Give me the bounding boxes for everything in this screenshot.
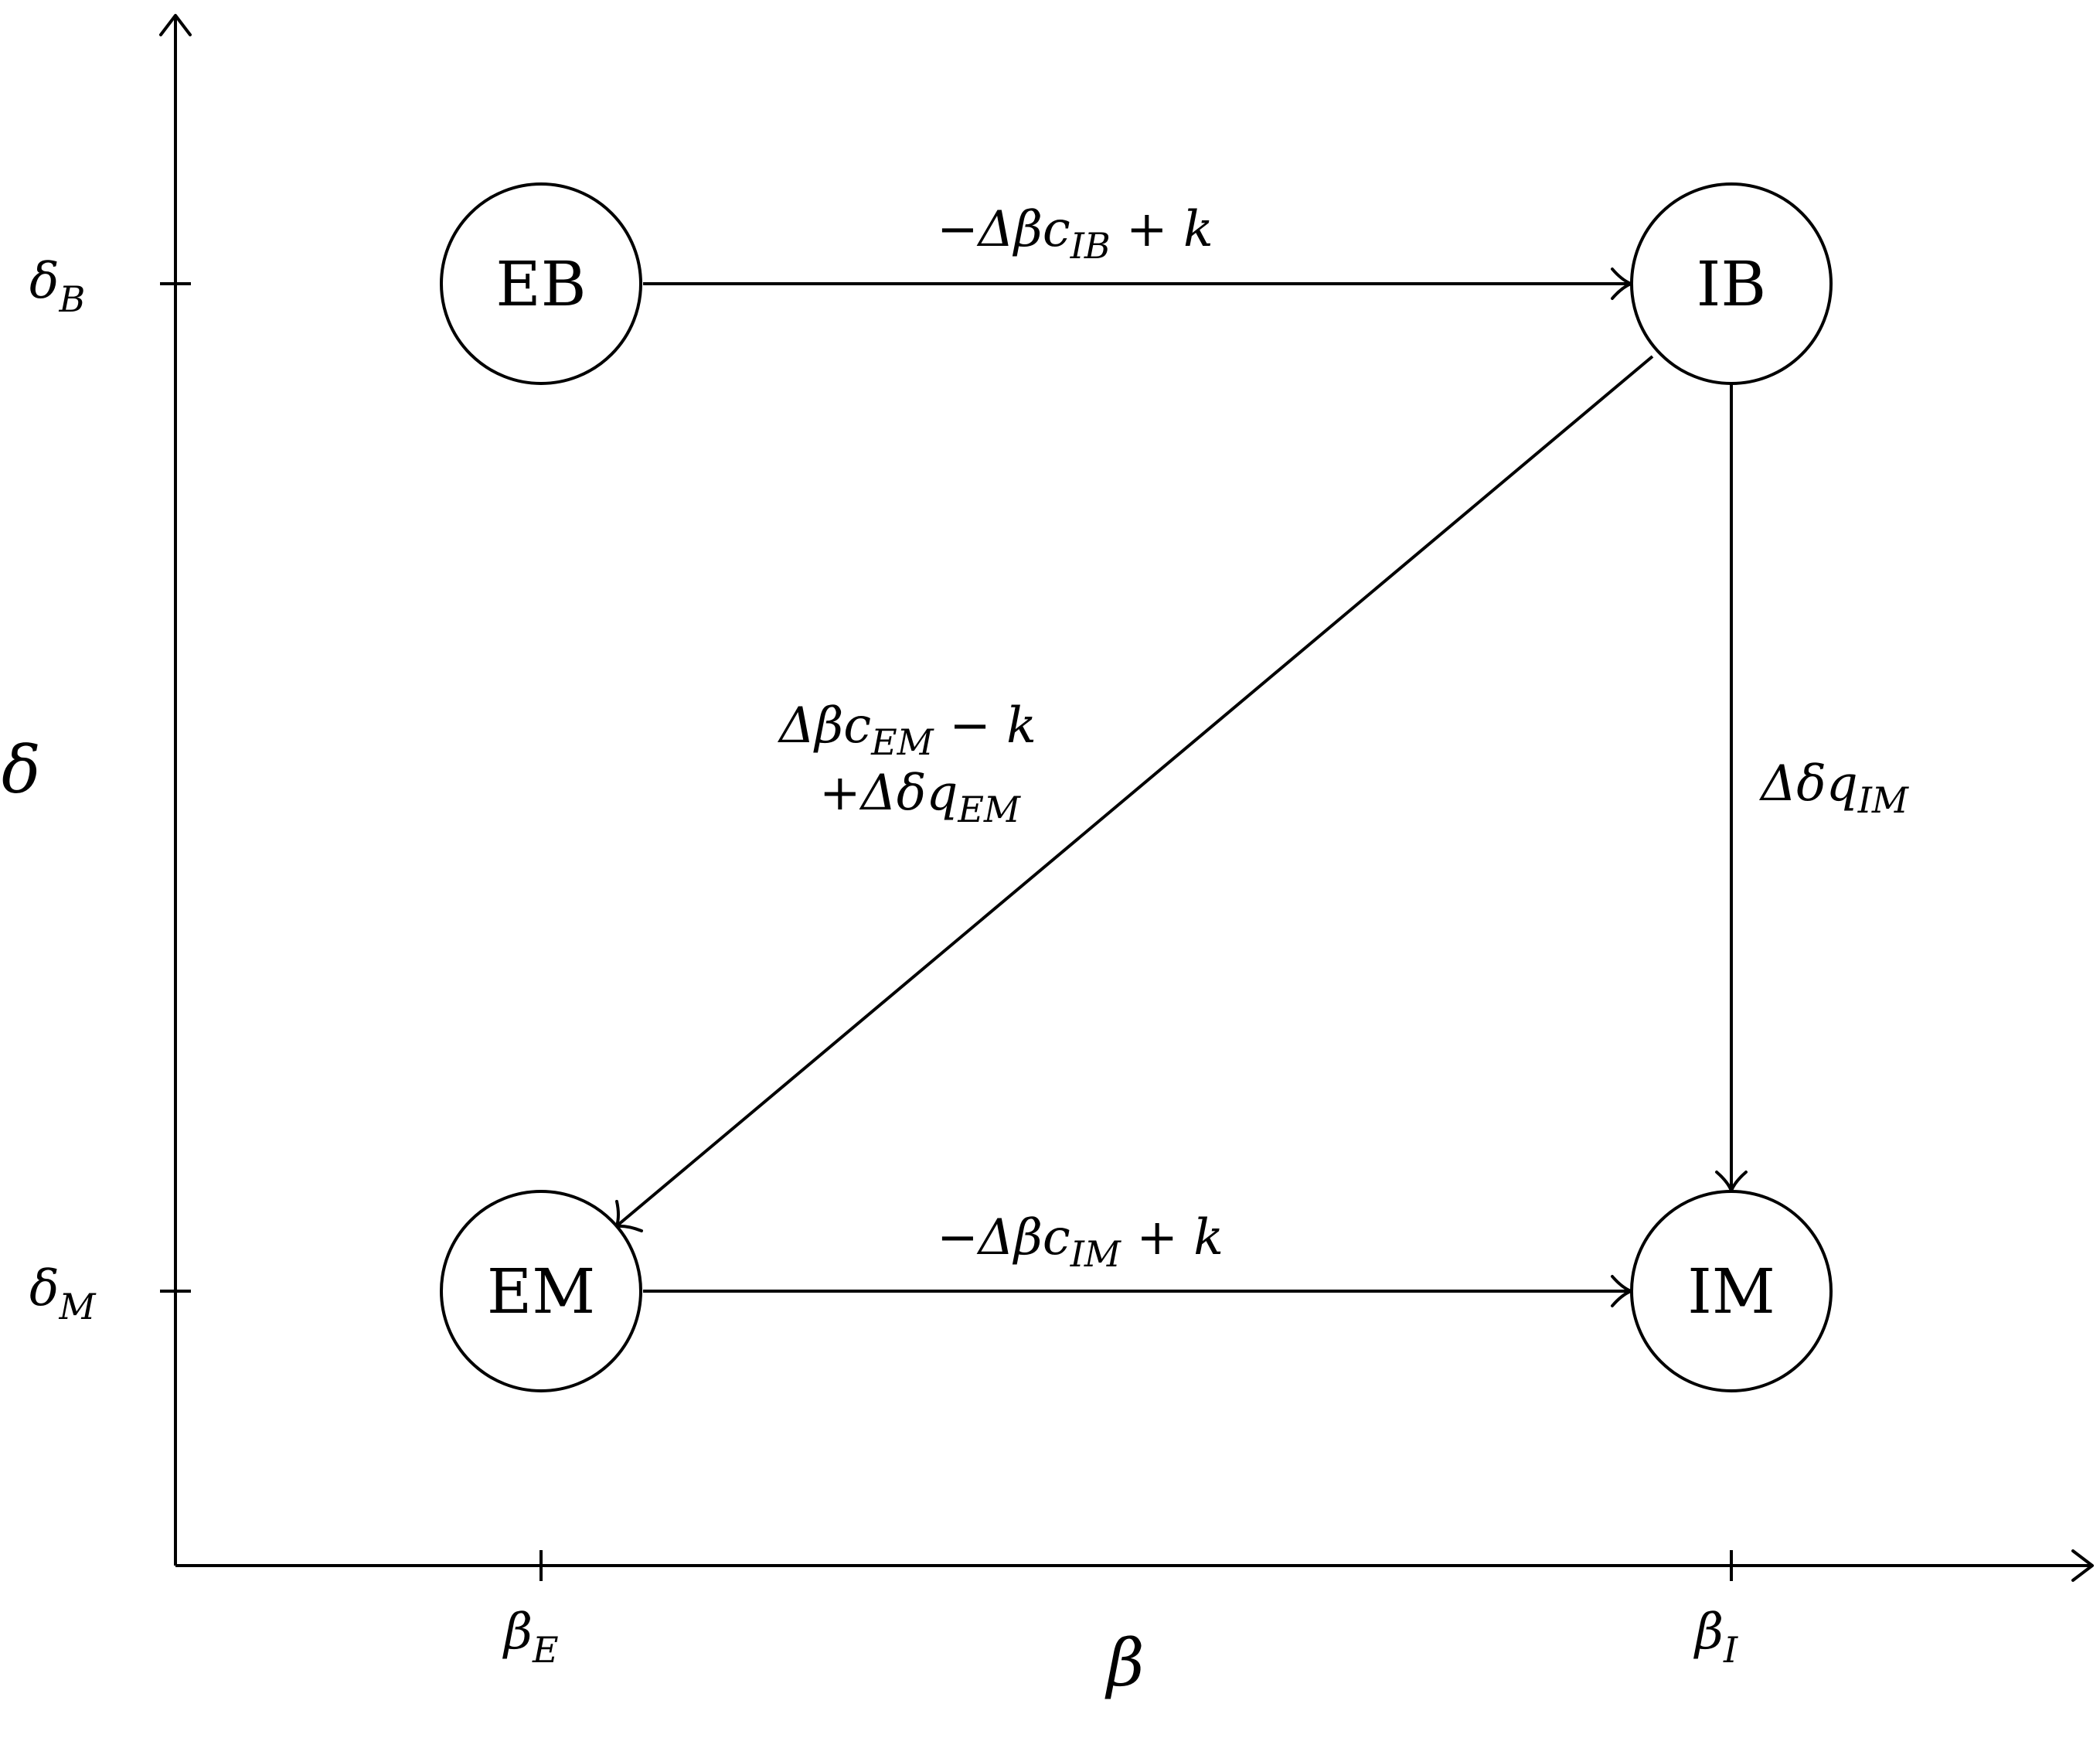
node-im-circle xyxy=(1630,1190,1833,1392)
x-tick-label-e: βE xyxy=(502,1603,559,1671)
x-axis-label: β xyxy=(1104,1625,1145,1701)
node-im-label: IM xyxy=(1687,1256,1775,1327)
x-axis-arrowhead xyxy=(2071,1549,2094,1582)
node-eb-circle xyxy=(440,182,642,385)
node-em-circle xyxy=(440,1190,642,1392)
axes xyxy=(159,14,2094,1582)
node-eb: EB xyxy=(440,182,642,385)
edge-label-em-im: −ΔβcIM + k xyxy=(937,1209,1224,1275)
node-em-label: EM xyxy=(487,1256,595,1327)
y-axis-arrowhead xyxy=(159,14,192,36)
edge-label-eb-ib: −ΔβcIB + k xyxy=(937,201,1213,267)
node-em: EM xyxy=(440,1190,642,1392)
node-ib-label: IB xyxy=(1697,248,1766,320)
node-ib: IB xyxy=(1630,182,1833,385)
edges xyxy=(615,268,1748,1307)
edge-ib-em xyxy=(617,355,1654,1226)
node-eb-label: EB xyxy=(495,248,586,320)
y-axis-label: δ xyxy=(2,732,41,808)
edge-label-ib-im: ΔδqIM xyxy=(1758,755,1910,821)
node-im: IM xyxy=(1630,1190,1833,1392)
edge-label-ib-em-line1: ΔβcEM − k xyxy=(777,697,1036,763)
y-tick-label-b: δB xyxy=(29,253,85,320)
y-tick-label-m: δM xyxy=(29,1260,97,1327)
node-ib-circle xyxy=(1630,182,1833,385)
edge-label-ib-em-line2: +ΔδqEM xyxy=(819,765,1022,830)
x-tick-label-i: βI xyxy=(1693,1603,1738,1671)
